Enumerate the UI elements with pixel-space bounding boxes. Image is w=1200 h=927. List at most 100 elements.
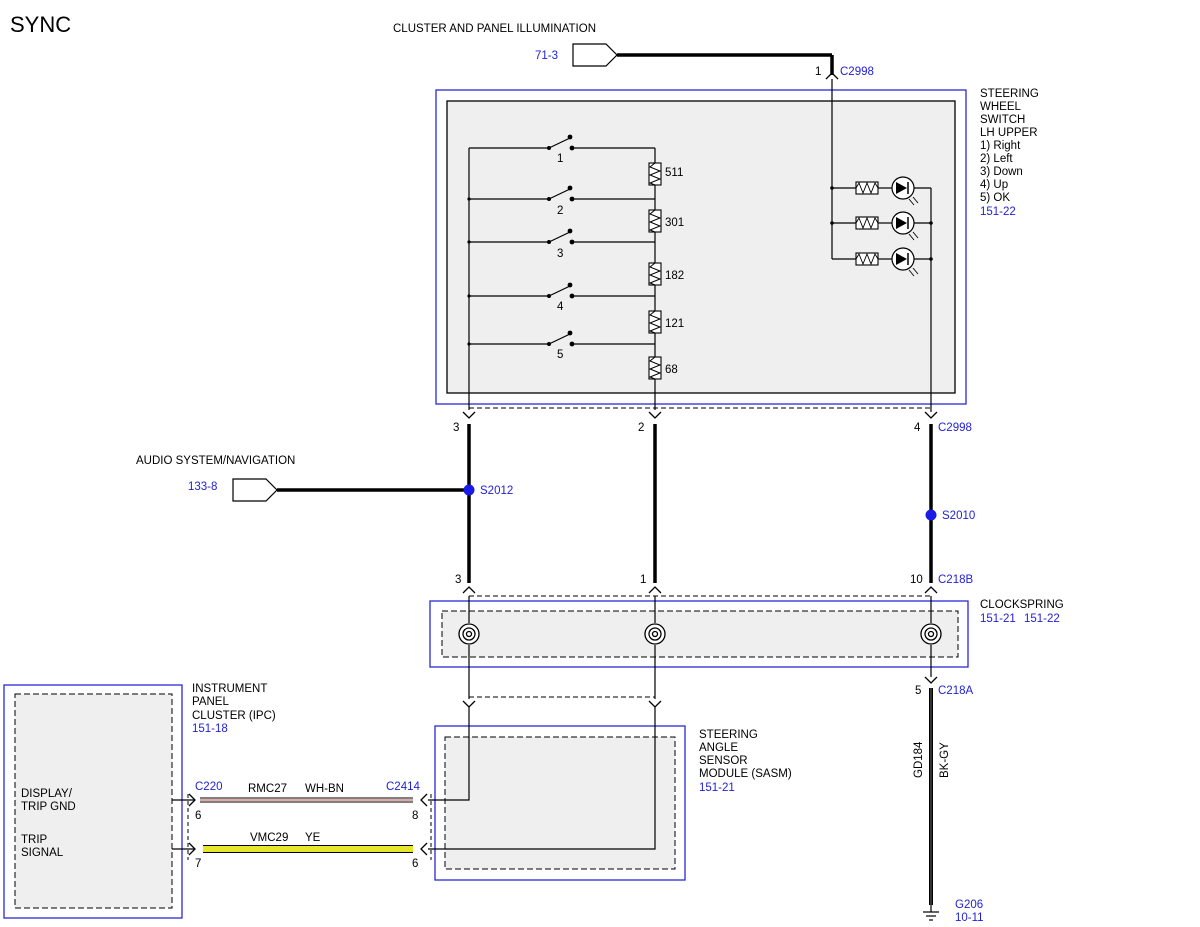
ipc-pin-trip-line-2: SIGNAL	[21, 847, 64, 859]
vmc29-color: YE	[305, 832, 321, 844]
c218b-pin3: 3	[455, 574, 461, 586]
c2414-pin6: 6	[412, 858, 418, 870]
c218b-arrows	[462, 586, 938, 594]
sws-line-1: STEERING	[980, 88, 1039, 100]
sws-ref[interactable]: 151-22	[980, 206, 1016, 218]
c218b-pin1: 1	[640, 574, 646, 586]
c220-label: C220	[195, 781, 223, 793]
ipc-line-2: PANEL	[192, 696, 229, 708]
c218a-arrow	[924, 676, 938, 684]
vmc29-circuit: VMC29	[250, 832, 288, 844]
switch-2-label: 2	[557, 205, 563, 217]
ipc-line-3: CLUSTER (IPC)	[192, 710, 276, 722]
clockspring-ref-1[interactable]: 151-21	[980, 613, 1016, 625]
c2998-pin4: 4	[914, 422, 921, 434]
clockspring-ref-2[interactable]: 151-22	[1024, 613, 1060, 625]
c218a-pin5: 5	[915, 685, 921, 697]
steering-wheel-switch-outline	[435, 89, 967, 405]
ipc-outline	[3, 684, 183, 919]
sws-line-6: 2) Left	[980, 153, 1013, 165]
switch-4-label: 4	[557, 301, 564, 313]
steering-wheel-switch-body	[446, 100, 956, 394]
sasm-body	[444, 736, 676, 870]
illumination-ref[interactable]: 71-3	[535, 50, 558, 62]
ipc-pin-display-line-2: TRIP GND	[21, 801, 76, 813]
c2998-bottom-label: C2998	[938, 422, 972, 434]
switch-harness-wires	[467, 424, 933, 583]
c2998-pin1-arrow	[825, 72, 839, 80]
ipc-line-1: INSTRUMENT	[192, 683, 267, 695]
clockspring-body	[441, 610, 959, 658]
audio-ref[interactable]: 133-8	[188, 481, 217, 493]
sws-line-9: 5) OK	[980, 192, 1010, 204]
sasm-line-2: ANGLE	[699, 742, 738, 754]
ground-g206-ref[interactable]: 10-11	[955, 912, 984, 924]
sasm-top-arrows	[462, 700, 662, 708]
resistor-zigzags	[648, 162, 662, 380]
resistor-68-label: 68	[665, 364, 678, 376]
c218a-label: C218A	[938, 685, 973, 697]
ground-g206-label: G206	[955, 899, 983, 911]
switch-3-label: 3	[557, 248, 563, 260]
led-junctions	[830, 186, 933, 261]
resistor-301-label: 301	[665, 217, 684, 229]
c2998-pin1: 1	[815, 66, 821, 78]
ipc-pin-trip-line-1: TRIP	[21, 834, 48, 846]
sasm-line-1: STEERING	[699, 729, 758, 741]
splice-s2012-label: S2012	[480, 485, 513, 497]
sasm-outline	[434, 725, 686, 881]
c218b-pin10: 10	[910, 574, 923, 586]
illumination-connector-arrow	[572, 43, 618, 67]
c2998-bottom-arrows	[462, 411, 938, 419]
ground-symbol	[923, 905, 939, 921]
switch-contacts	[467, 134, 575, 347]
led-resistors	[855, 181, 879, 266]
steering-wheel-switch-label: STEERING WHEEL SWITCH LH UPPER 1) Right …	[980, 88, 1039, 218]
switch-5-label: 5	[557, 349, 563, 361]
audio-label: AUDIO SYSTEM/NAVIGATION	[136, 455, 295, 467]
ipc-body	[14, 693, 173, 909]
audio-connector-arrow	[232, 478, 278, 502]
rmc27-circuit: RMC27	[248, 783, 287, 795]
switch-1-label: 1	[557, 153, 563, 165]
sws-line-7: 3) Down	[980, 166, 1023, 178]
c2414-arrows	[420, 793, 428, 856]
splice-s2010	[925, 509, 937, 521]
clockspring-wires	[468, 596, 932, 699]
gd184-circuit: GD184	[913, 741, 925, 778]
resistor-182-label: 182	[665, 270, 684, 282]
splice-s2012	[463, 484, 475, 496]
resistor-511-label: 511	[665, 167, 683, 179]
splice-s2010-label: S2010	[942, 510, 975, 522]
clockspring-coils	[458, 623, 942, 645]
c220-pin7: 7	[195, 858, 201, 870]
c2414-pin8: 8	[412, 810, 418, 822]
sasm-ref[interactable]: 151-21	[699, 782, 735, 794]
c220-pin6: 6	[195, 810, 201, 822]
sws-line-2: WHEEL	[980, 101, 1022, 113]
rmc27-color: WH-BN	[305, 783, 344, 795]
sws-line-5: 1) Right	[980, 140, 1021, 152]
gd184-color: BK-GY	[939, 742, 951, 778]
c2998-top-label: C2998	[840, 66, 874, 78]
c220-arrows	[188, 793, 196, 856]
page-title: SYNC	[10, 12, 71, 37]
clockspring-label: CLOCKSPRING	[980, 599, 1064, 611]
sws-line-4: LH UPPER	[980, 127, 1038, 139]
sasm-line-4: MODULE (SASM)	[699, 768, 792, 780]
ipc-ref[interactable]: 151-18	[192, 723, 228, 735]
illumination-label: CLUSTER AND PANEL ILLUMINATION	[393, 23, 596, 35]
sasm-line-3: SENSOR	[699, 755, 748, 767]
ipc-pin-display-line-1: DISPLAY/	[21, 788, 73, 800]
led-diodes	[891, 176, 919, 277]
clockspring-outline	[429, 600, 969, 668]
c2414-label: C2414	[386, 781, 420, 793]
led-network	[831, 79, 932, 412]
c2998-pin3: 3	[453, 422, 459, 434]
sws-line-8: 4) Up	[980, 179, 1008, 191]
resistor-121-label: 121	[665, 318, 684, 330]
sws-line-3: SWITCH	[980, 114, 1025, 126]
sasm-internal-wires	[428, 707, 656, 850]
c2998-pin2: 2	[638, 422, 644, 434]
